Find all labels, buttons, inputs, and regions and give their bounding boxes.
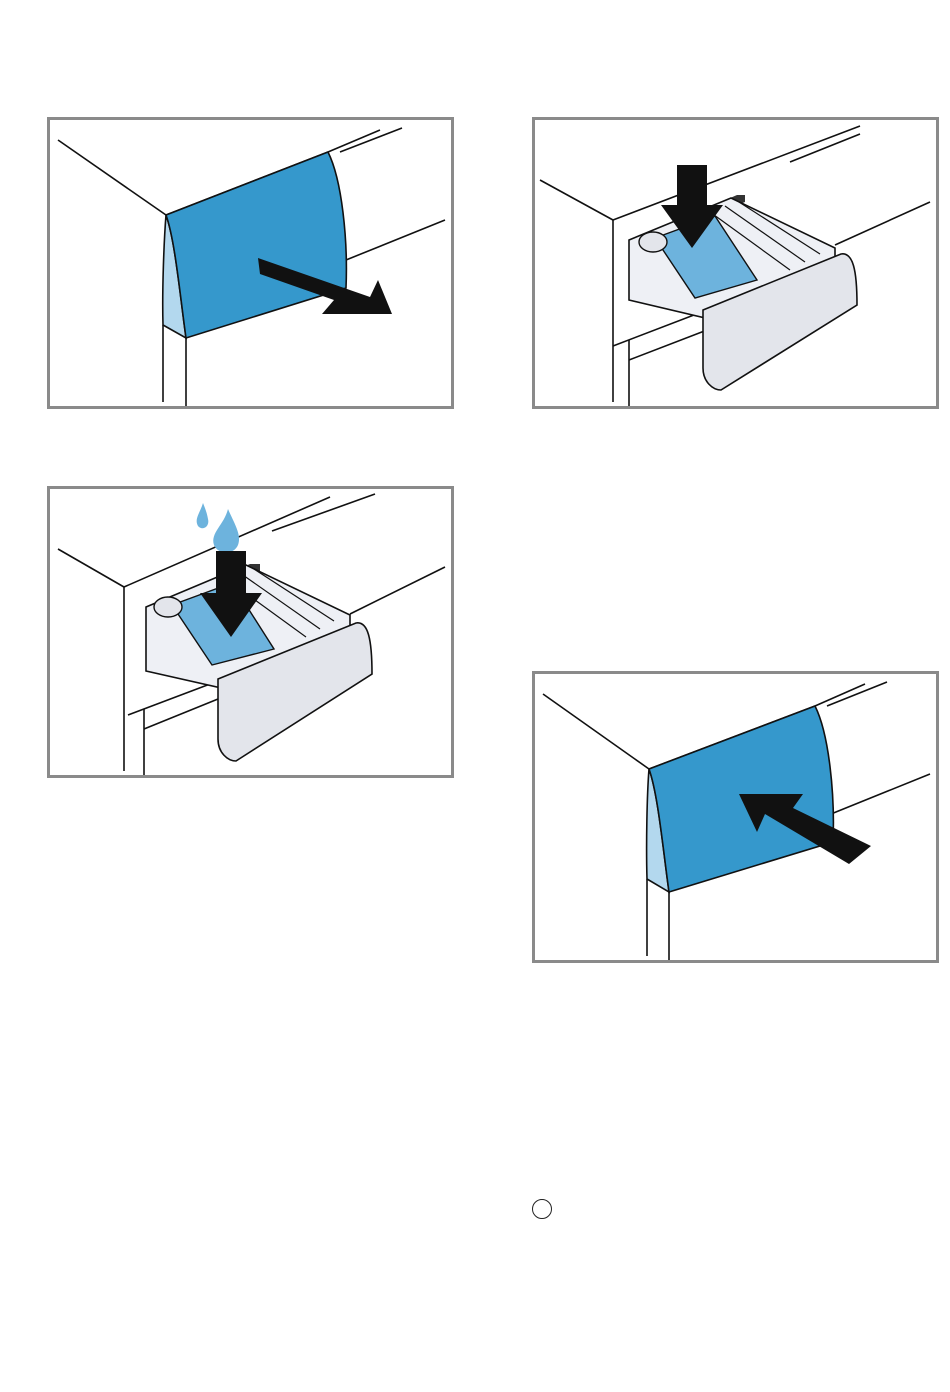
small-water-drop-icon (197, 503, 209, 528)
detergent-insert-cap (154, 597, 182, 617)
figure-pull-out-drawer (47, 117, 454, 409)
empty-circle-icon (532, 1199, 552, 1219)
figure-open-drawer-press-insert (532, 117, 939, 409)
drawer-open-water-illustration (50, 489, 451, 775)
figure-pour-into-compartment (47, 486, 454, 778)
drawer-open-illustration (535, 120, 936, 406)
drawer-front-panel (649, 706, 833, 892)
detergent-insert-cap (639, 232, 667, 252)
drawer-closed-illustration (50, 120, 451, 406)
drawer-front-panel (166, 152, 346, 338)
drawer-closed-push-illustration (535, 674, 936, 960)
figure-push-in-drawer (532, 671, 939, 963)
pour-water-drop-icon (213, 509, 239, 553)
